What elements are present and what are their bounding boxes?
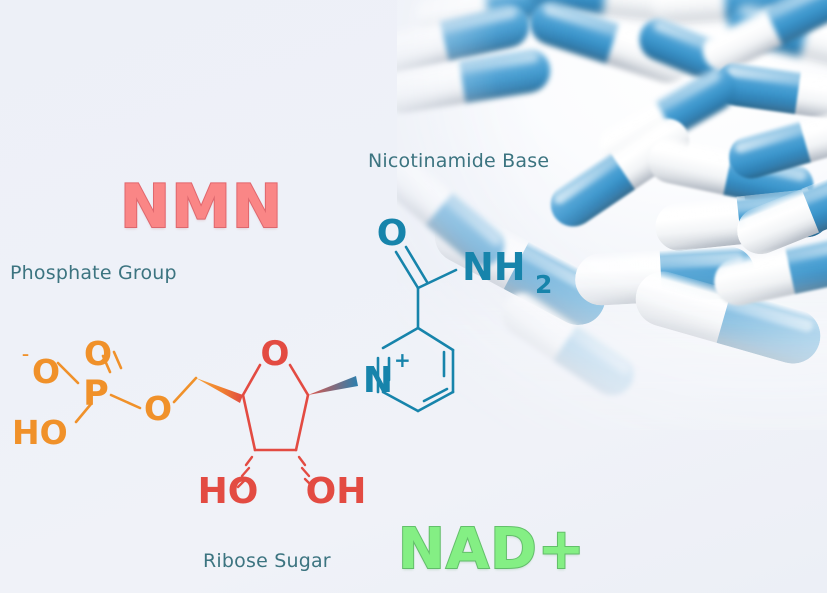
bridging-oxygen: O [144, 389, 172, 428]
double-bond-inner-C2-C3 [422, 387, 449, 403]
amide-oxygen: O [377, 213, 408, 254]
capsule-photo [397, 0, 827, 430]
ribose-sugar-ring [236, 363, 315, 489]
nicotinamide-atom-labels: N + O NH 2 [363, 213, 552, 401]
bond-C1-C2 [294, 393, 310, 452]
bond-P-HO [74, 402, 93, 424]
label-phosphate-group: Phosphate Group [10, 262, 177, 284]
phosphate-atom-labels: – O O P HO O [12, 334, 172, 452]
ribose-hydroxyl-right: OH [306, 471, 367, 512]
bond-C-O-double-b [404, 245, 429, 284]
pyridinium-nitrogen: N [363, 360, 393, 401]
bond-wedge-C1-to-N [308, 376, 358, 395]
bond-N-C2 [381, 390, 420, 413]
bond-C4-C3 [241, 393, 257, 452]
bond-P-Odouble-b [112, 350, 123, 370]
hash-bonds-hydroxyl [236, 455, 315, 489]
label-nicotinamide-base: Nicotinamide Base [368, 150, 550, 172]
photo-floor-reflection [397, 266, 827, 430]
bond-Obridge-CH2 [172, 376, 198, 404]
ribose-atom-labels: O HO OH [198, 334, 367, 512]
phosphate-anion-charge: – [22, 347, 29, 363]
bond-P-Obridge [109, 393, 142, 410]
bond-C2-C3 [416, 390, 455, 413]
bond-wedge-CH2-to-ribose [196, 378, 243, 403]
bond-C5-N [381, 326, 420, 350]
bond-C-to-NH2 [416, 268, 458, 290]
pyridinium-charge: + [394, 348, 411, 372]
bond-P-Odouble-a [101, 354, 112, 374]
bond-C-O-double-a [394, 250, 420, 290]
heading-nad: NAD+ [397, 516, 586, 583]
bond-O4-C1 [288, 363, 310, 397]
phosphate-group [56, 350, 198, 424]
nmn-structural-formula: – O O P HO O O [12, 213, 552, 512]
bond-C4-C5 [416, 326, 455, 352]
phosphorus-atom: P [83, 374, 109, 414]
ribose-ring-oxygen: O [261, 334, 290, 374]
bond-Ominus-P [56, 361, 80, 385]
bond-C4-O4 [241, 363, 262, 397]
phosphate-anion-oxygen: O [32, 352, 60, 391]
ribose-hydroxyl-left: HO [198, 471, 259, 512]
heading-nmn: NMN [119, 171, 284, 243]
phosphate-hydroxyl: HO [12, 413, 68, 452]
label-ribose-sugar: Ribose Sugar [203, 550, 331, 572]
phosphate-double-bond-oxygen: O [84, 334, 112, 373]
amide-nitrogen: NH [462, 245, 526, 289]
nicotinamide-ring [376, 245, 458, 413]
amide-nitrogen-subscript: 2 [535, 270, 552, 299]
